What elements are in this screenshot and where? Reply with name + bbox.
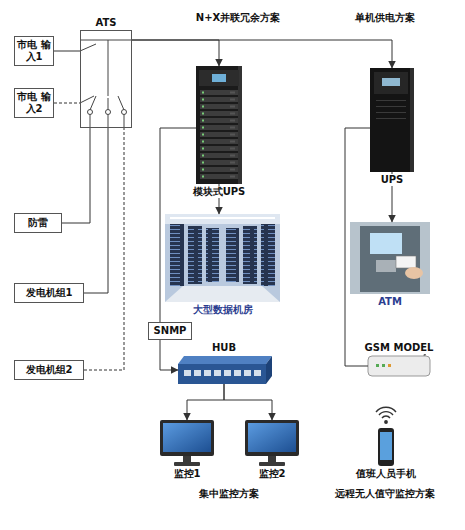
monitor-picture (160, 420, 214, 466)
generator-box: 发电机组1 (14, 283, 84, 303)
caption-text: GSM MODEL (364, 342, 435, 354)
power-input-box: 市电 输入1 (14, 36, 54, 66)
monitor-screen: 监控1 (160, 420, 214, 466)
network-hub: HUB (178, 356, 270, 384)
node-label: 防雷 (28, 217, 48, 229)
wire-connector (84, 128, 108, 293)
generator-box: 发电机组2 (14, 360, 84, 380)
ups-unit: UPS (370, 68, 414, 172)
monitor-screen: 监控2 (245, 420, 299, 466)
snmp-box: SNMP (148, 322, 192, 340)
gsm-modem: GSM MODEL (368, 356, 430, 376)
power-input-box: 市电 输入2 (14, 88, 54, 118)
wire-connector (132, 40, 219, 66)
caption-text: 监控1 (173, 468, 202, 480)
node-label: 发电机组1 (26, 287, 73, 299)
caption-text: 值班人员手机 (355, 468, 417, 480)
monitor-picture (245, 420, 299, 466)
ups-picture (370, 68, 414, 172)
data-center: 大型数据机房 (165, 214, 280, 302)
wire-connector (62, 128, 90, 223)
caption-text: 模块式UPS (192, 186, 247, 198)
wire-connector (54, 103, 80, 104)
wire-connector (160, 340, 178, 370)
wire-connector (84, 128, 124, 370)
caption-text: HUB (211, 342, 237, 354)
ats-box: ATS (80, 30, 132, 128)
caption-text: 大型数据机房 (192, 304, 254, 316)
caption-text: ATS (95, 17, 118, 29)
scheme-label: 单机供电方案 (355, 12, 415, 24)
surge-protector-box: 防雷 (14, 213, 62, 233)
wire-connector (132, 40, 392, 68)
modular-ups: 模块式UPS (196, 66, 242, 184)
scheme-label: 远程无人值守监控方案 (335, 488, 435, 500)
wire-connector (345, 128, 370, 366)
caption-text: UPS (380, 174, 405, 186)
data-center-picture (165, 214, 280, 302)
node-label: 市电 输入2 (15, 91, 53, 115)
wire-connector (54, 51, 80, 52)
node-label: 发电机组2 (26, 364, 73, 376)
caption-text: 监控2 (258, 468, 287, 480)
wire-connector (160, 128, 196, 322)
ats-switch (80, 40, 132, 128)
atm-picture (350, 222, 430, 294)
wire-connector (224, 384, 272, 420)
node-label: SNMP (154, 325, 187, 337)
wireless-symbol (376, 407, 396, 423)
caption-text: ATM (377, 296, 403, 308)
modular-ups-picture (196, 66, 242, 184)
atm-machine: ATM (350, 222, 430, 294)
wire-connector (187, 384, 224, 420)
node-label: 市电 输入1 (15, 39, 53, 63)
mobile-phone: 值班人员手机 (378, 428, 394, 466)
hub-picture (178, 356, 272, 384)
phone-picture (378, 428, 394, 466)
scheme-label: N+X并联冗余方案 (196, 12, 280, 24)
scheme-label: 集中监控方案 (199, 488, 259, 500)
